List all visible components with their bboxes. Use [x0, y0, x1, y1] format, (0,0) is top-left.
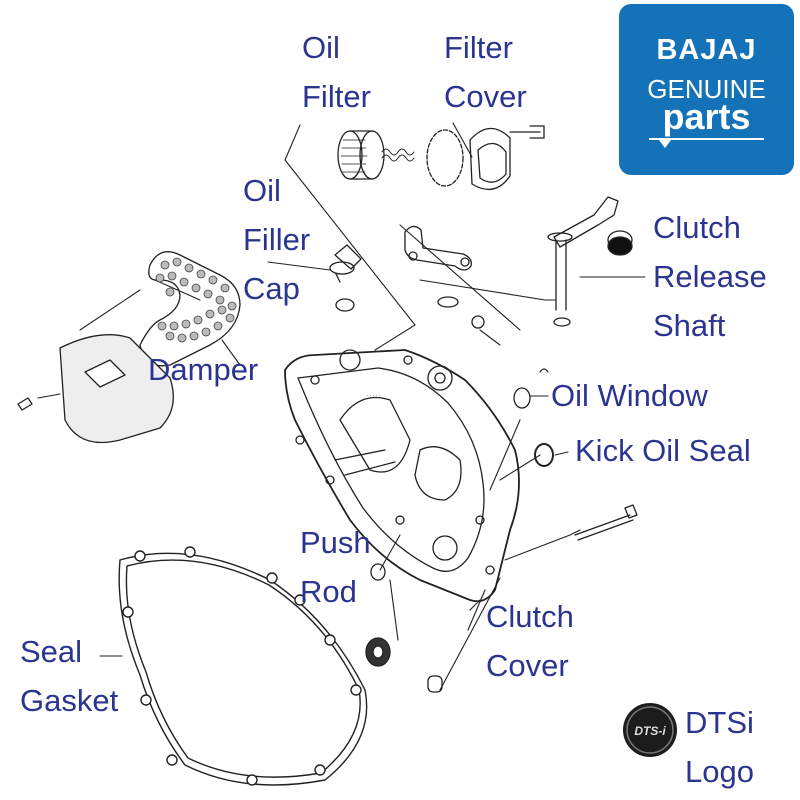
- label-seal-gasket-line1: Seal: [20, 634, 83, 669]
- label-kick-oil-seal: Kick Oil Seal: [575, 433, 751, 468]
- label-push-rod-line1: Push: [300, 525, 371, 560]
- label-oil-filler-cap: Oil Filler Cap: [243, 166, 310, 313]
- bajaj-genuine-parts-badge: BAJAJ GENUINE parts: [619, 4, 794, 175]
- seal-gasket-part: [118, 546, 368, 786]
- label-seal-gasket-line2: Gasket: [20, 683, 119, 718]
- dtsi-emblem: DTS-i: [623, 703, 677, 757]
- label-oil-filler-cap-line3: Cap: [243, 271, 300, 306]
- label-oil-filter-line1: Oil: [302, 30, 340, 65]
- badge-line1: GENUINE: [647, 74, 766, 104]
- label-clutch-release-shaft-line2: Release: [653, 259, 767, 294]
- badge-brand: BAJAJ: [656, 34, 757, 66]
- label-filter-cover-line1: Filter: [444, 30, 513, 65]
- label-dtsi-logo: DTSi Logo: [685, 698, 754, 796]
- label-clutch-release-shaft: Clutch Release Shaft: [653, 203, 767, 350]
- label-dtsi-logo-line1: DTSi: [685, 705, 754, 740]
- label-clutch-release-shaft-line3: Shaft: [653, 308, 726, 343]
- label-push-rod: Push Rod: [300, 518, 371, 616]
- filter-cover-part: [426, 125, 545, 191]
- label-clutch-release-shaft-line1: Clutch: [653, 210, 741, 245]
- watermark: ·····: [366, 390, 381, 400]
- clutch-cover-part: [284, 349, 520, 603]
- label-oil-filter: Oil Filter: [302, 23, 371, 121]
- label-filter-cover-line2: Cover: [444, 79, 527, 114]
- badge-arrow-head: [659, 140, 671, 148]
- label-dtsi-logo-line2: Logo: [685, 754, 754, 789]
- label-clutch-cover: Clutch Cover: [486, 592, 574, 690]
- label-oil-window: Oil Window: [551, 378, 708, 413]
- badge-arrow: [649, 138, 764, 140]
- label-oil-filler-cap-line1: Oil: [243, 173, 281, 208]
- leader-lines: [37, 122, 646, 691]
- label-oil-filter-line2: Filter: [302, 79, 371, 114]
- lever-part: [404, 225, 472, 271]
- emblem-text: DTS-i: [634, 724, 666, 738]
- label-seal-gasket: Seal Gasket: [20, 627, 118, 725]
- clutch-release-shaft-part: [547, 196, 633, 327]
- small-hardware: [17, 296, 638, 693]
- damper-part: [59, 251, 241, 444]
- label-clutch-cover-line2: Cover: [486, 648, 569, 683]
- label-filter-cover: Filter Cover: [444, 23, 527, 121]
- oil-filter-part: [337, 130, 415, 180]
- badge-line2: parts: [662, 96, 751, 137]
- label-damper: Damper: [148, 352, 259, 387]
- label-push-rod-line2: Rod: [300, 574, 357, 609]
- label-oil-filler-cap-line2: Filler: [243, 222, 311, 257]
- oil-filler-cap-part: [329, 244, 362, 312]
- label-clutch-cover-line1: Clutch: [486, 599, 574, 634]
